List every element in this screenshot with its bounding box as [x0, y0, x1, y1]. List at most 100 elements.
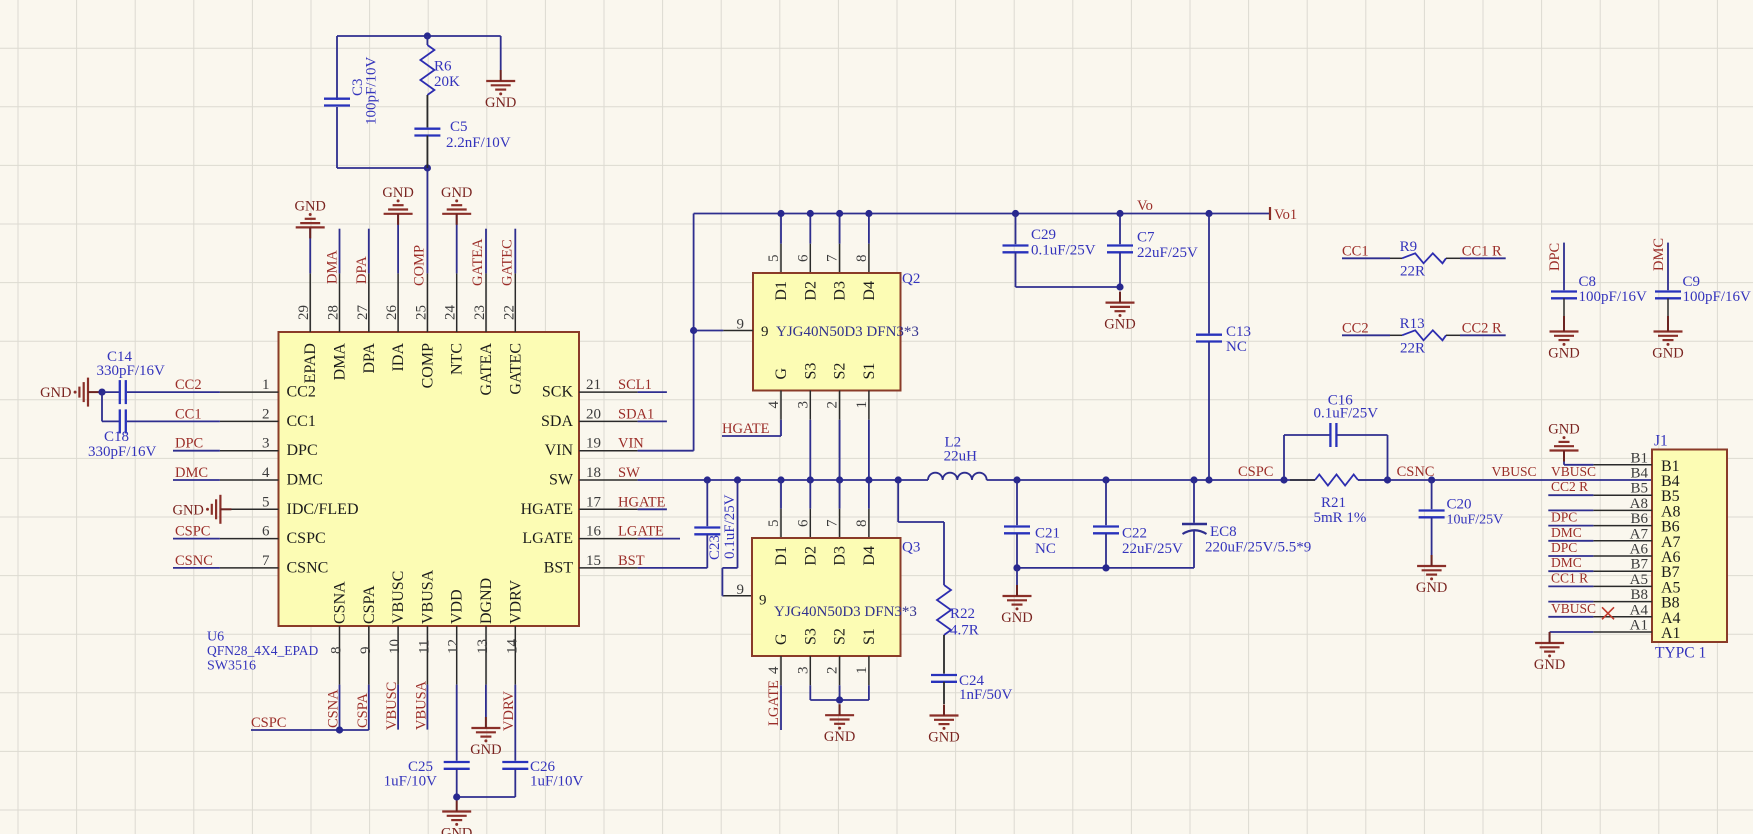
- svg-text:1: 1: [854, 401, 870, 409]
- svg-text:4: 4: [766, 666, 782, 674]
- svg-text:C8: C8: [1579, 274, 1597, 290]
- svg-text:9: 9: [761, 324, 769, 340]
- svg-text:12: 12: [446, 639, 462, 654]
- svg-text:D2: D2: [802, 281, 819, 301]
- svg-text:B1: B1: [1661, 458, 1680, 475]
- svg-text:B6: B6: [1661, 519, 1680, 536]
- svg-text:CSNA: CSNA: [332, 581, 349, 624]
- svg-text:CC2: CC2: [1342, 320, 1369, 336]
- svg-text:C22: C22: [1122, 526, 1147, 542]
- svg-text:YJG40N50D3 DFN3*3: YJG40N50D3 DFN3*3: [776, 324, 919, 340]
- svg-text:DMA: DMA: [325, 250, 341, 284]
- svg-text:20: 20: [586, 406, 601, 422]
- svg-text:SDA1: SDA1: [618, 406, 654, 422]
- svg-text:CSNC: CSNC: [287, 559, 329, 576]
- svg-text:G: G: [773, 368, 790, 380]
- svg-text:A8: A8: [1661, 503, 1681, 520]
- svg-text:CSPC: CSPC: [1238, 464, 1273, 480]
- svg-text:2.2nF/10V: 2.2nF/10V: [446, 135, 511, 151]
- svg-text:DPC: DPC: [1551, 540, 1577, 555]
- svg-text:VIN: VIN: [618, 436, 644, 452]
- svg-text:D3: D3: [832, 281, 849, 301]
- svg-text:10uF/25V: 10uF/25V: [1447, 513, 1504, 528]
- svg-text:B5: B5: [1661, 488, 1680, 505]
- svg-text:4: 4: [262, 465, 270, 481]
- svg-text:20K: 20K: [434, 74, 460, 90]
- svg-text:C20: C20: [1447, 496, 1472, 512]
- svg-text:5: 5: [262, 494, 270, 510]
- svg-text:VBUSC: VBUSC: [1551, 601, 1596, 616]
- svg-text:1nF/50V: 1nF/50V: [959, 687, 1013, 703]
- svg-text:A4: A4: [1630, 602, 1649, 618]
- svg-text:7: 7: [825, 254, 841, 262]
- svg-text:SW3516: SW3516: [207, 659, 256, 674]
- svg-text:NC: NC: [1035, 541, 1056, 557]
- svg-text:D1: D1: [773, 281, 790, 301]
- svg-text:Vo1: Vo1: [1274, 207, 1297, 223]
- svg-text:18: 18: [586, 465, 601, 481]
- svg-text:A6: A6: [1661, 549, 1681, 566]
- svg-text:8: 8: [854, 520, 870, 528]
- svg-text:CSPA: CSPA: [355, 693, 371, 728]
- svg-text:S3: S3: [802, 363, 819, 380]
- svg-text:GATEA: GATEA: [470, 238, 486, 286]
- svg-text:C7: C7: [1137, 230, 1155, 246]
- svg-text:8: 8: [854, 255, 870, 263]
- svg-text:R9: R9: [1400, 239, 1418, 255]
- svg-text:DGND: DGND: [478, 578, 495, 624]
- svg-text:24: 24: [443, 305, 459, 321]
- svg-text:C13: C13: [1226, 324, 1251, 340]
- svg-text:D3: D3: [832, 546, 849, 566]
- svg-text:C14: C14: [107, 349, 133, 365]
- svg-text:R21: R21: [1321, 495, 1346, 511]
- svg-text:S1: S1: [861, 363, 878, 380]
- svg-text:Q3: Q3: [902, 540, 920, 556]
- svg-text:14: 14: [504, 639, 520, 655]
- svg-text:COMP: COMP: [411, 245, 427, 286]
- svg-text:CSPC: CSPC: [175, 524, 210, 540]
- svg-text:D2: D2: [802, 546, 819, 566]
- svg-text:15: 15: [586, 553, 601, 569]
- svg-text:CC2 R: CC2 R: [1551, 479, 1588, 494]
- svg-text:6: 6: [795, 254, 811, 262]
- svg-text:5mR 1%: 5mR 1%: [1314, 510, 1367, 526]
- svg-text:EPAD: EPAD: [302, 343, 319, 383]
- svg-text:CC1 R: CC1 R: [1551, 570, 1588, 585]
- svg-text:B1: B1: [1630, 450, 1648, 466]
- svg-text:2: 2: [262, 406, 270, 422]
- svg-text:B4: B4: [1630, 466, 1648, 482]
- svg-text:22R: 22R: [1400, 264, 1425, 280]
- svg-text:6: 6: [262, 524, 270, 540]
- svg-text:CSNC: CSNC: [1397, 464, 1435, 480]
- svg-text:C9: C9: [1683, 274, 1701, 290]
- svg-text:TYPC 1: TYPC 1: [1655, 645, 1706, 662]
- svg-text:GND: GND: [1652, 346, 1683, 362]
- svg-text:SW: SW: [549, 472, 574, 489]
- svg-text:GND: GND: [1104, 317, 1135, 333]
- svg-text:9: 9: [759, 593, 767, 609]
- svg-text:J1: J1: [1654, 433, 1668, 450]
- svg-text:BST: BST: [618, 553, 645, 569]
- svg-text:B8: B8: [1630, 587, 1648, 603]
- svg-text:28: 28: [326, 305, 342, 320]
- svg-text:DPC: DPC: [1547, 243, 1563, 271]
- svg-text:COMP: COMP: [419, 343, 436, 388]
- svg-text:C16: C16: [1328, 393, 1354, 409]
- svg-text:13: 13: [475, 639, 491, 654]
- svg-text:22R: 22R: [1400, 341, 1425, 357]
- svg-text:220uF/25V/5.5*9: 220uF/25V/5.5*9: [1205, 540, 1311, 556]
- svg-text:DPC: DPC: [1551, 510, 1577, 525]
- svg-text:7: 7: [825, 519, 841, 527]
- svg-text:25: 25: [413, 305, 429, 320]
- svg-text:Vo: Vo: [1137, 198, 1153, 214]
- svg-text:A4: A4: [1661, 610, 1681, 627]
- svg-text:2: 2: [825, 667, 841, 675]
- svg-text:R13: R13: [1400, 316, 1425, 332]
- svg-text:CC1: CC1: [175, 406, 202, 422]
- svg-text:SCL1: SCL1: [618, 377, 652, 393]
- svg-text:CSPA: CSPA: [361, 585, 378, 624]
- svg-text:B8: B8: [1661, 595, 1680, 612]
- svg-text:C18: C18: [104, 429, 129, 445]
- svg-text:D4: D4: [861, 281, 878, 301]
- svg-text:0.1uF/25V: 0.1uF/25V: [722, 494, 738, 559]
